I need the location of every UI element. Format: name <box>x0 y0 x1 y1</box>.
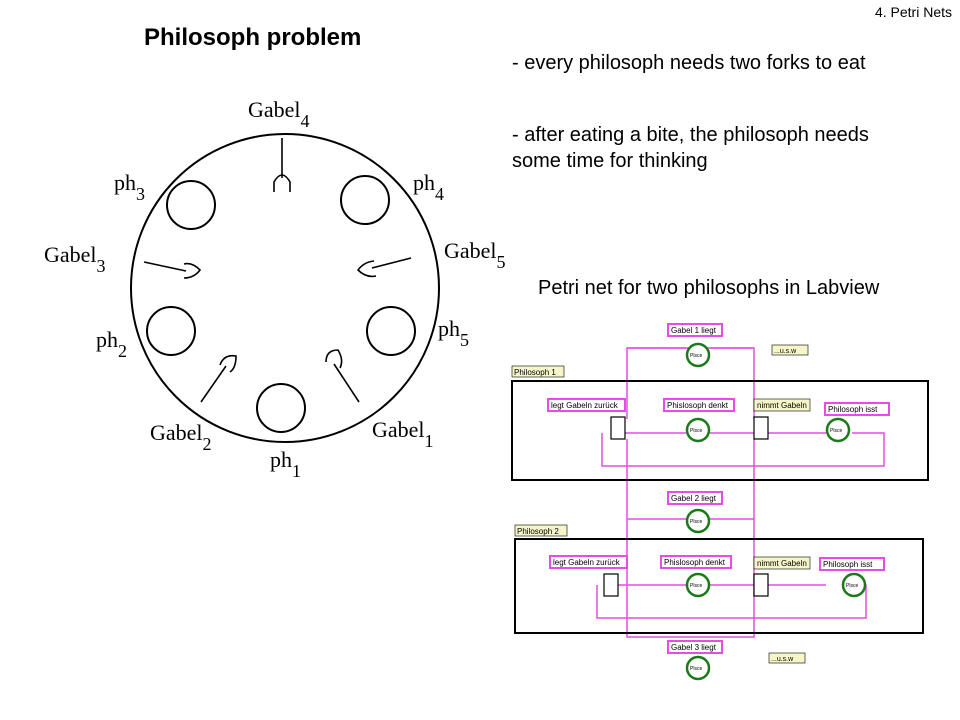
label-gabel3: Gabel3 <box>44 242 106 276</box>
svg-text:Plsce: Plsce <box>830 428 842 434</box>
fork-gabel1 <box>325 349 360 403</box>
transition-ph2-lay-down <box>603 573 619 597</box>
table-circle <box>130 133 440 443</box>
label-ph1-isst: Philosoph isst <box>828 405 878 414</box>
label-ph1-denkt: Phislosoph denkt <box>667 401 729 410</box>
fork-gabel2 <box>200 354 237 403</box>
label-ph4: ph4 <box>413 170 444 204</box>
label-gabel5: Gabel5 <box>444 238 506 272</box>
fork-gabel4 <box>273 138 291 192</box>
place-philosoph2-denkt-token: Plsce <box>685 572 711 598</box>
place-gabel3-token: Plsce <box>685 655 711 681</box>
label-usw-bottom: ...u.s.w <box>771 656 794 663</box>
philosoph-1-frame <box>511 380 929 481</box>
label-gabel1-liegt: Gabel 1 liegt <box>671 326 717 335</box>
place-philosoph1-denkt-token: Plsce <box>685 417 711 443</box>
label-ph1-legt-gabeln: legt Gabeln zurück <box>551 401 619 410</box>
svg-text:Plsce: Plsce <box>690 519 702 525</box>
label-ph1: ph1 <box>270 447 301 481</box>
label-ph2-nimmt-gabeln: nimmt Gabeln <box>757 559 807 568</box>
svg-text:Plsce: Plsce <box>690 353 702 359</box>
label-usw-top: ...u.s.w <box>774 348 797 355</box>
plate-ph1 <box>256 383 306 433</box>
place-gabel1-token: Plsce <box>685 342 711 368</box>
label-ph2-legt-gabeln: legt Gabeln zurück <box>553 558 621 567</box>
label-gabel3-liegt: Gabel 3 liegt <box>671 643 717 652</box>
svg-text:Plsce: Plsce <box>846 583 858 589</box>
dining-table-diagram: Gabel4 Gabel3 Gabel5 Gabel2 Gabel1 ph3 p… <box>44 97 506 481</box>
label-ph2: ph2 <box>96 327 127 361</box>
label-gabel1: Gabel1 <box>372 417 434 451</box>
place-philosoph2-isst-token: Plsce <box>841 572 867 598</box>
plate-ph4 <box>340 175 390 225</box>
label-ph2-isst: Philosoph isst <box>823 560 873 569</box>
labview-petri-net: Philosoph 1 Philosoph 2 Plsce Plsce Plsc… <box>511 323 929 681</box>
svg-text:Plsce: Plsce <box>690 583 702 589</box>
label-ph1-nimmt-gabeln: nimmt Gabeln <box>757 401 807 410</box>
label-gabel2: Gabel2 <box>150 420 212 454</box>
label-ph2-denkt: Phislosoph denkt <box>664 558 726 567</box>
svg-text:Plsce: Plsce <box>690 666 702 672</box>
slide-title: Philosoph problem <box>144 24 362 51</box>
philosoph-2-frame <box>514 538 924 634</box>
place-gabel2-token: Plsce <box>685 508 711 534</box>
transition-ph2-take <box>753 573 769 597</box>
fork-gabel5 <box>356 257 412 278</box>
transition-ph1-take <box>753 416 769 440</box>
fork-gabel3 <box>143 261 202 279</box>
philosoph-2-label: Philosoph 2 <box>517 527 559 536</box>
petri-net-caption: Petri net for two philosophs in Labview <box>538 277 880 299</box>
label-gabel2-liegt: Gabel 2 liegt <box>671 494 717 503</box>
bullet-forks: - every philosoph needs two forks to eat <box>512 52 866 74</box>
bullet-thinking: - after eating a bite, the philosoph nee… <box>512 124 869 172</box>
label-ph5: ph5 <box>438 316 469 350</box>
transition-ph1-lay-down <box>610 416 626 440</box>
plate-ph2 <box>146 306 196 356</box>
petri-wires-main <box>596 347 885 638</box>
plate-ph3 <box>166 180 216 230</box>
label-ph3: ph3 <box>114 170 145 204</box>
svg-text:Plsce: Plsce <box>690 428 702 434</box>
section-header: 4. Petri Nets <box>874 4 952 20</box>
label-gabel4: Gabel4 <box>248 97 310 131</box>
plate-ph5 <box>366 306 416 356</box>
philosoph-1-label: Philosoph 1 <box>514 368 556 377</box>
place-philosoph1-isst-token: Plsce <box>825 417 851 443</box>
